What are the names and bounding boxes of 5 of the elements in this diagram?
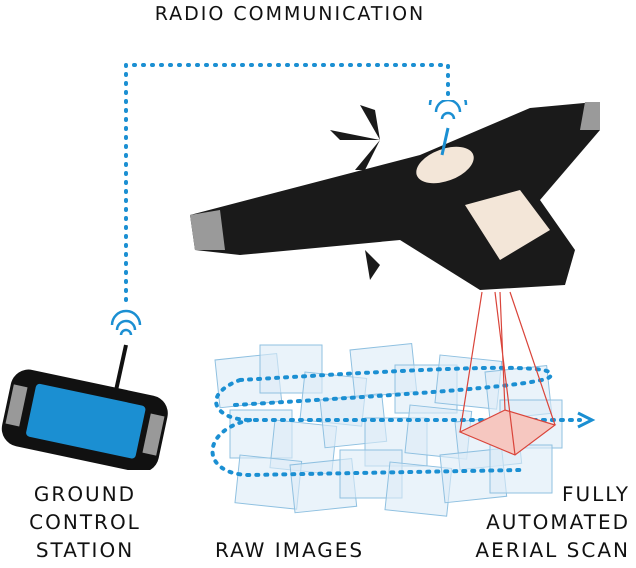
edge-label: RADIO COMMUNICATION <box>154 2 426 27</box>
label: RAW IMAGES <box>215 537 366 564</box>
label: FULLY AUTOMATED AERIAL SCAN <box>474 481 630 564</box>
connector-line <box>124 63 450 302</box>
node-label: GROUND CONTROL STATION <box>28 481 142 564</box>
